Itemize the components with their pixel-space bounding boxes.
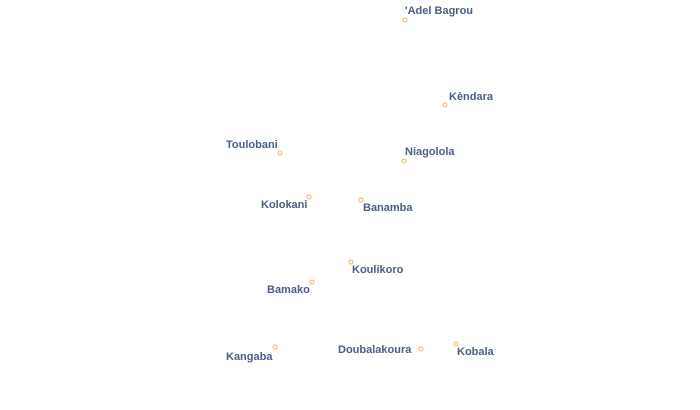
place-marker-adel-bagrou[interactable] bbox=[402, 17, 408, 23]
place-label-kolokani: Kolokani bbox=[261, 199, 308, 211]
place-marker-toulobani[interactable] bbox=[277, 150, 283, 156]
place-marker-kangaba[interactable] bbox=[272, 344, 278, 350]
place-label-kendara: Kèndara bbox=[449, 91, 494, 103]
place-label-koulikoro: Koulikoro bbox=[352, 264, 404, 276]
place-label-banamba: Banamba bbox=[363, 202, 413, 214]
place-label-bamako: Bamako bbox=[267, 284, 310, 296]
place-label-kobala: Kobala bbox=[457, 346, 494, 358]
place-label-niagolola: Niagolola bbox=[405, 146, 455, 158]
place-marker-kendara[interactable] bbox=[442, 102, 448, 108]
place-label-toulobani: Toulobani bbox=[226, 139, 278, 151]
place-label-doubalakoura: Doubalakoura bbox=[338, 344, 412, 356]
place-label-kangaba: Kangaba bbox=[226, 351, 273, 363]
place-marker-kolokani[interactable] bbox=[306, 194, 312, 200]
place-label-adel-bagrou: 'Adel Bagrou bbox=[405, 5, 474, 17]
place-marker-niagolola[interactable] bbox=[401, 158, 407, 164]
place-marker-koulikoro[interactable] bbox=[348, 259, 354, 265]
place-marker-kobala[interactable] bbox=[453, 341, 459, 347]
place-marker-bamako[interactable] bbox=[309, 279, 315, 285]
place-marker-banamba[interactable] bbox=[358, 197, 364, 203]
place-marker-doubalakoura[interactable] bbox=[418, 346, 424, 352]
